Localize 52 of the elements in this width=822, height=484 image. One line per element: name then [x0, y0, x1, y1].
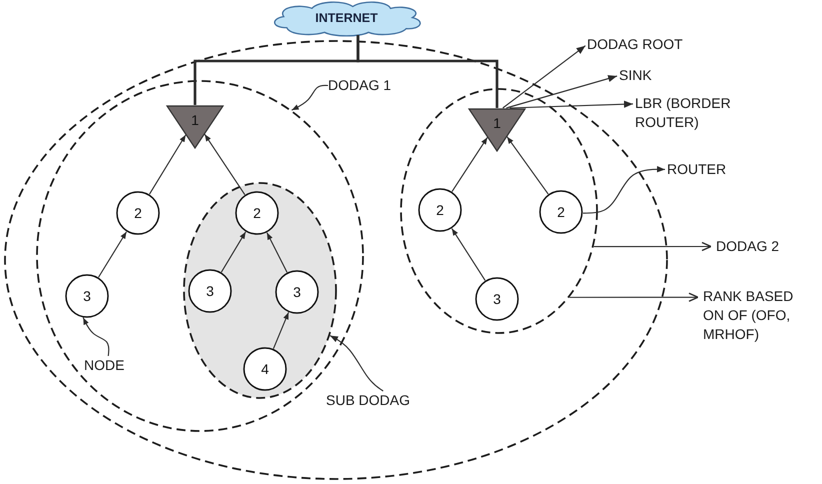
node-label: 2: [134, 206, 142, 220]
node-label: 4: [261, 362, 269, 376]
leader-arrow: [510, 100, 634, 109]
arrow: [506, 136, 549, 194]
node-label: 2: [253, 206, 261, 220]
node-label: 3: [293, 285, 301, 299]
node-circle: [116, 191, 160, 235]
arrow: [266, 232, 288, 273]
root-triangle: [166, 105, 224, 149]
arrow: [220, 232, 246, 272]
leader-arrow: [594, 242, 712, 252]
node-circle: [188, 269, 232, 313]
leader-arrow: [570, 292, 699, 302]
node-label: 2: [557, 205, 565, 219]
annotation-label: ROUTER: [667, 160, 726, 179]
root-triangle: [468, 108, 526, 152]
arrow: [149, 134, 186, 195]
arrow: [452, 137, 488, 192]
node-circle: [235, 191, 279, 235]
annotation-label: SUB DODAG: [326, 391, 410, 410]
dodag-boundary: [400, 88, 598, 334]
node-label: 1: [191, 112, 199, 127]
node-label: 3: [83, 289, 91, 303]
node-circle: [418, 188, 462, 232]
node-label: 2: [436, 203, 444, 217]
annotation-label: NODE: [84, 356, 124, 375]
node-label: 3: [493, 292, 501, 306]
node-circle: [65, 274, 109, 318]
arrow: [451, 228, 486, 281]
annotation-label: SINK: [619, 66, 652, 85]
leader-arrow: [582, 166, 666, 214]
annotation-label: DODAG ROOT: [587, 35, 683, 54]
annotation-label: RANK BASED ON OF (OFO, MRHOF): [703, 287, 808, 344]
arrow: [204, 134, 246, 195]
node-label: INTERNET: [315, 12, 378, 24]
leader-arrow: [506, 75, 618, 109]
leader-arrow: [291, 84, 328, 111]
connector-line: [356, 35, 498, 108]
leader-arrow: [82, 317, 110, 356]
node-circle: [475, 277, 519, 321]
leader-arrow: [502, 45, 586, 108]
leader-arrow: [330, 335, 384, 392]
arrow: [272, 312, 290, 349]
annotation-label: DODAG 2: [716, 237, 780, 256]
node-circle: [539, 190, 583, 234]
annotation-label: DODAG 1: [328, 76, 392, 95]
node-circle: [275, 270, 319, 314]
annotation-label: LBR (BORDER ROUTER): [635, 94, 740, 132]
node-label: 3: [206, 284, 214, 298]
node-circle: [243, 347, 287, 391]
arrow: [98, 231, 127, 278]
node-label: 1: [493, 116, 501, 130]
